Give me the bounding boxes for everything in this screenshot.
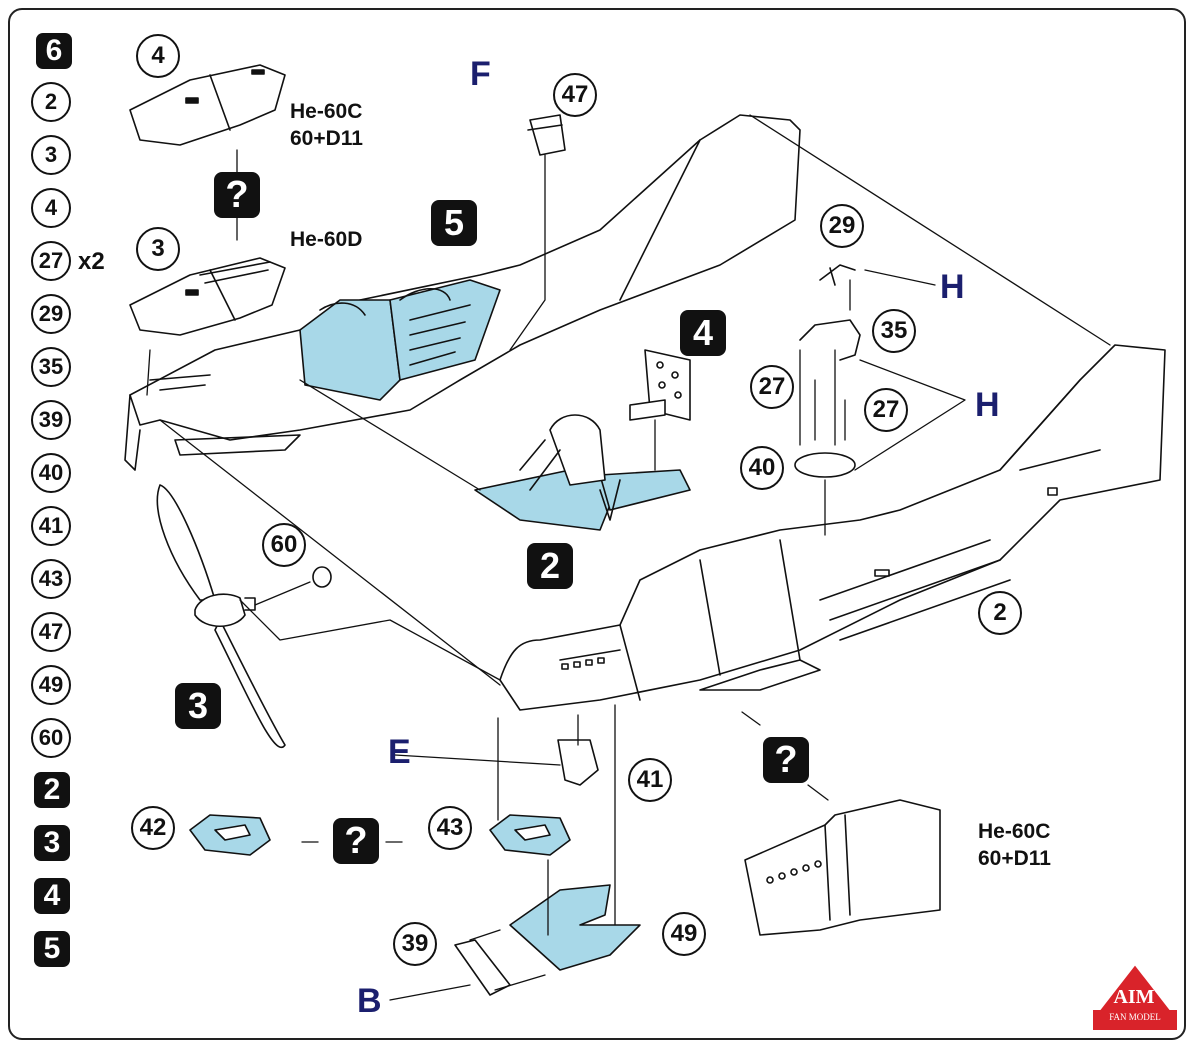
- upper-fuselage-half: [124, 114, 801, 471]
- step-badge-3: 3: [34, 825, 70, 861]
- propeller: [156, 484, 286, 748]
- logo-brand: AIM: [1113, 986, 1155, 1008]
- letter-b: B: [357, 982, 382, 1020]
- step-2: 2: [527, 543, 573, 589]
- part-label-4: 4: [31, 188, 71, 228]
- variant-c-line2: 60+D11: [290, 127, 363, 150]
- variant-c-label: He-60C 60+D11: [290, 98, 363, 152]
- step-badge-5: 5: [34, 931, 70, 967]
- letter-f: F: [470, 55, 491, 93]
- part-35: [799, 319, 861, 361]
- instrument-panel: [629, 349, 691, 421]
- callout-3: 3: [136, 227, 180, 271]
- part-42: [189, 814, 271, 856]
- callout-49: 49: [662, 912, 706, 956]
- callout-35: 35: [872, 309, 916, 353]
- part-label-2: 2: [31, 82, 71, 122]
- cowling-d: [129, 257, 286, 336]
- variant-d-label: He-60D: [290, 228, 363, 251]
- logo-sub: FAN MODEL: [1109, 1012, 1161, 1022]
- callout-27b: 27: [864, 388, 908, 432]
- part-label-41: 41: [31, 506, 71, 546]
- part-label-40: 40: [31, 453, 71, 493]
- part-label-49: 49: [31, 665, 71, 705]
- callout-29: 29: [820, 204, 864, 248]
- sheet-border: [8, 8, 1186, 1040]
- step-badge-6: 6: [36, 33, 72, 69]
- step-4: 4: [680, 310, 726, 356]
- part-40: [794, 452, 856, 478]
- part-label-60: 60: [31, 718, 71, 758]
- part-29: [819, 264, 856, 286]
- callout-42: 42: [131, 806, 175, 850]
- part-47: [527, 114, 566, 156]
- callout-43: 43: [428, 806, 472, 850]
- step-5: 5: [431, 200, 477, 246]
- part-e: [557, 739, 599, 786]
- variant-c2-line1: He-60C: [978, 820, 1051, 843]
- part-label-3: 3: [31, 135, 71, 175]
- cowling-c: [129, 64, 286, 146]
- question-box-nose: ?: [763, 737, 809, 783]
- part-label-43: 43: [31, 559, 71, 599]
- part-label-27: 27: [31, 241, 71, 281]
- callout-39: 39: [393, 922, 437, 966]
- letter-h-mid: H: [975, 386, 1000, 424]
- nose-variant-c: [744, 799, 941, 936]
- cockpit-interior: [299, 279, 501, 401]
- variant-c2-line2: 60+D11: [978, 847, 1051, 870]
- floor-assembly: [474, 414, 691, 531]
- part-label-35: 35: [31, 347, 71, 387]
- lower-fuselage-half: [499, 344, 1166, 711]
- callout-40: 40: [740, 446, 784, 490]
- callout-60: 60: [262, 523, 306, 567]
- step-badge-4: 4: [34, 878, 70, 914]
- part-43: [489, 814, 571, 856]
- letter-h-top: H: [940, 268, 965, 306]
- aim-logo: [1091, 962, 1179, 1030]
- variant-c2-label: He-60C 60+D11: [978, 818, 1051, 872]
- callout-41: 41: [628, 758, 672, 802]
- callout-2: 2: [978, 591, 1022, 635]
- letter-e: E: [388, 733, 411, 771]
- question-box-cowling: ?: [214, 172, 260, 218]
- callout-47: 47: [553, 73, 597, 117]
- part-60: [312, 566, 332, 588]
- question-box-radiator: ?: [333, 818, 379, 864]
- part-49: [509, 884, 641, 971]
- step-3: 3: [175, 683, 221, 729]
- callout-4: 4: [136, 34, 180, 78]
- qty-27: x2: [78, 248, 105, 275]
- step-badge-2: 2: [34, 772, 70, 808]
- assembly-lines: [146, 114, 1111, 1001]
- callout-27a: 27: [750, 365, 794, 409]
- part-label-47: 47: [31, 612, 71, 652]
- variant-c-line1: He-60C: [290, 100, 363, 123]
- part-label-39: 39: [31, 400, 71, 440]
- part-label-29: 29: [31, 294, 71, 334]
